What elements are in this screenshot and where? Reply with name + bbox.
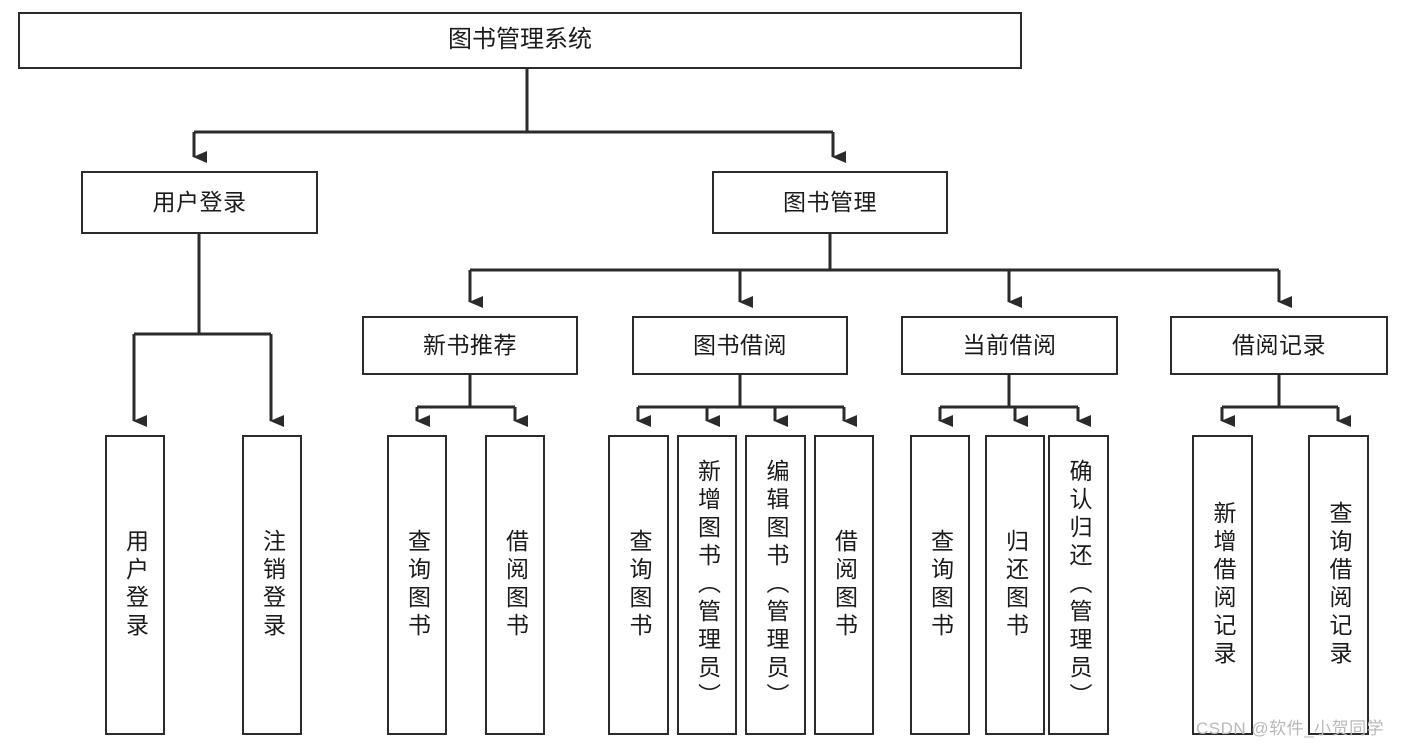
leaf-logout[interactable]: 注销登录 bbox=[242, 435, 302, 735]
leaf-add-book-admin-label: 新增图书（管理员） bbox=[694, 459, 721, 711]
leaf-add-borrow-record[interactable]: 新增借阅记录 bbox=[1192, 435, 1253, 735]
node-book-management-label: 图书管理 bbox=[783, 188, 877, 215]
leaf-borrow-book[interactable]: 借阅图书 bbox=[814, 435, 874, 735]
node-new-book-recommend-label: 新书推荐 bbox=[423, 331, 517, 358]
leaf-logout-label: 注销登录 bbox=[259, 529, 286, 641]
leaf-add-book-admin[interactable]: 新增图书（管理员） bbox=[677, 435, 737, 735]
leaf-return-book-label: 归还图书 bbox=[1002, 529, 1029, 641]
leaf-user-login[interactable]: 用户登录 bbox=[105, 435, 165, 735]
leaf-query-borrow-record[interactable]: 查询借阅记录 bbox=[1308, 435, 1369, 735]
leaf-query-book-borrow[interactable]: 查询图书 bbox=[608, 435, 669, 735]
node-root[interactable]: 图书管理系统 bbox=[18, 12, 1022, 69]
leaf-edit-book-admin[interactable]: 编辑图书（管理员） bbox=[745, 435, 806, 735]
node-book-borrow[interactable]: 图书借阅 bbox=[632, 316, 848, 375]
leaf-user-login-label: 用户登录 bbox=[122, 529, 149, 641]
node-new-book-recommend[interactable]: 新书推荐 bbox=[362, 316, 578, 375]
node-borrow-records-label: 借阅记录 bbox=[1232, 331, 1326, 358]
leaf-confirm-return-admin[interactable]: 确认归还（管理员） bbox=[1048, 435, 1109, 735]
leaf-query-book-current[interactable]: 查询图书 bbox=[910, 435, 970, 735]
leaf-borrow-book-newbook[interactable]: 借阅图书 bbox=[485, 435, 545, 735]
node-book-borrow-label: 图书借阅 bbox=[693, 331, 787, 358]
leaf-return-book[interactable]: 归还图书 bbox=[985, 435, 1045, 735]
leaf-borrow-book-label: 借阅图书 bbox=[831, 529, 858, 641]
leaf-query-book-newbook[interactable]: 查询图书 bbox=[387, 435, 447, 735]
leaf-query-book-current-label: 查询图书 bbox=[927, 529, 954, 641]
leaf-edit-book-admin-label: 编辑图书（管理员） bbox=[763, 459, 789, 711]
node-current-borrow-label: 当前借阅 bbox=[962, 331, 1057, 358]
leaf-query-book-borrow-label: 查询图书 bbox=[626, 529, 652, 641]
node-root-label: 图书管理系统 bbox=[448, 26, 592, 54]
node-borrow-records[interactable]: 借阅记录 bbox=[1170, 316, 1388, 375]
leaf-add-borrow-record-label: 新增借阅记录 bbox=[1210, 501, 1236, 669]
node-user-login-label: 用户登录 bbox=[152, 188, 247, 215]
node-user-login[interactable]: 用户登录 bbox=[81, 171, 318, 234]
leaf-query-book-newbook-label: 查询图书 bbox=[404, 529, 431, 641]
leaf-borrow-book-newbook-label: 借阅图书 bbox=[502, 529, 529, 641]
node-book-management[interactable]: 图书管理 bbox=[712, 171, 948, 234]
node-current-borrow[interactable]: 当前借阅 bbox=[901, 316, 1118, 375]
leaf-confirm-return-admin-label: 确认归还（管理员） bbox=[1066, 459, 1092, 711]
leaf-query-borrow-record-label: 查询借阅记录 bbox=[1326, 501, 1352, 669]
